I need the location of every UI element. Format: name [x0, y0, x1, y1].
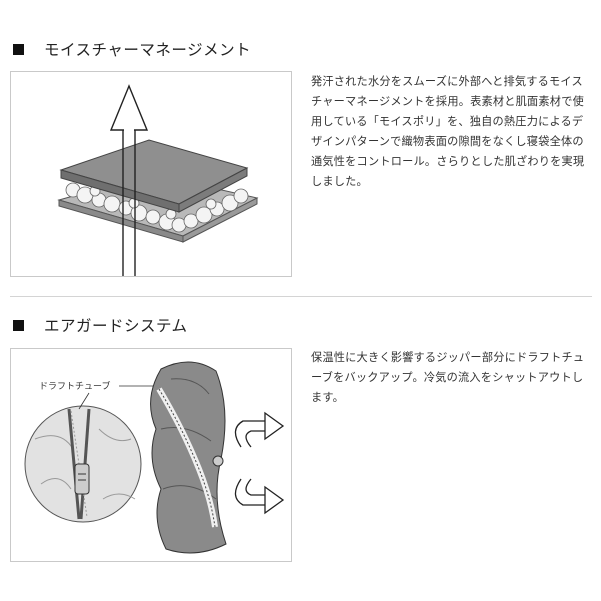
- fabric-layers-illustration: [57, 84, 259, 276]
- section-title-text: エアガードシステム: [44, 317, 188, 335]
- square-bullet-icon: [13, 43, 24, 55]
- moisture-illustration: [10, 71, 292, 277]
- section-divider: [10, 296, 592, 297]
- section-title-airguard: エアガードシステム: [13, 314, 188, 336]
- airguard-illustration: ドラフトチューブ: [10, 348, 292, 562]
- moisture-description: 発汗された水分をスムーズに外部へと排気するモイスチャーマネージメントを採用。表素…: [311, 75, 585, 188]
- section-title-moisture: モイスチャーマネージメント: [13, 38, 251, 60]
- section-title-text: モイスチャーマネージメント: [44, 41, 252, 59]
- draft-tube-label: ドラフトチューブ: [39, 380, 110, 392]
- square-bullet-icon: [13, 319, 24, 331]
- zipper-draft-tube-illustration: ドラフトチューブ: [24, 361, 285, 554]
- airguard-description: 保温性に大きく影響するジッパー部分にドラフトチューブをバックアップ。冷気の流入を…: [311, 351, 585, 404]
